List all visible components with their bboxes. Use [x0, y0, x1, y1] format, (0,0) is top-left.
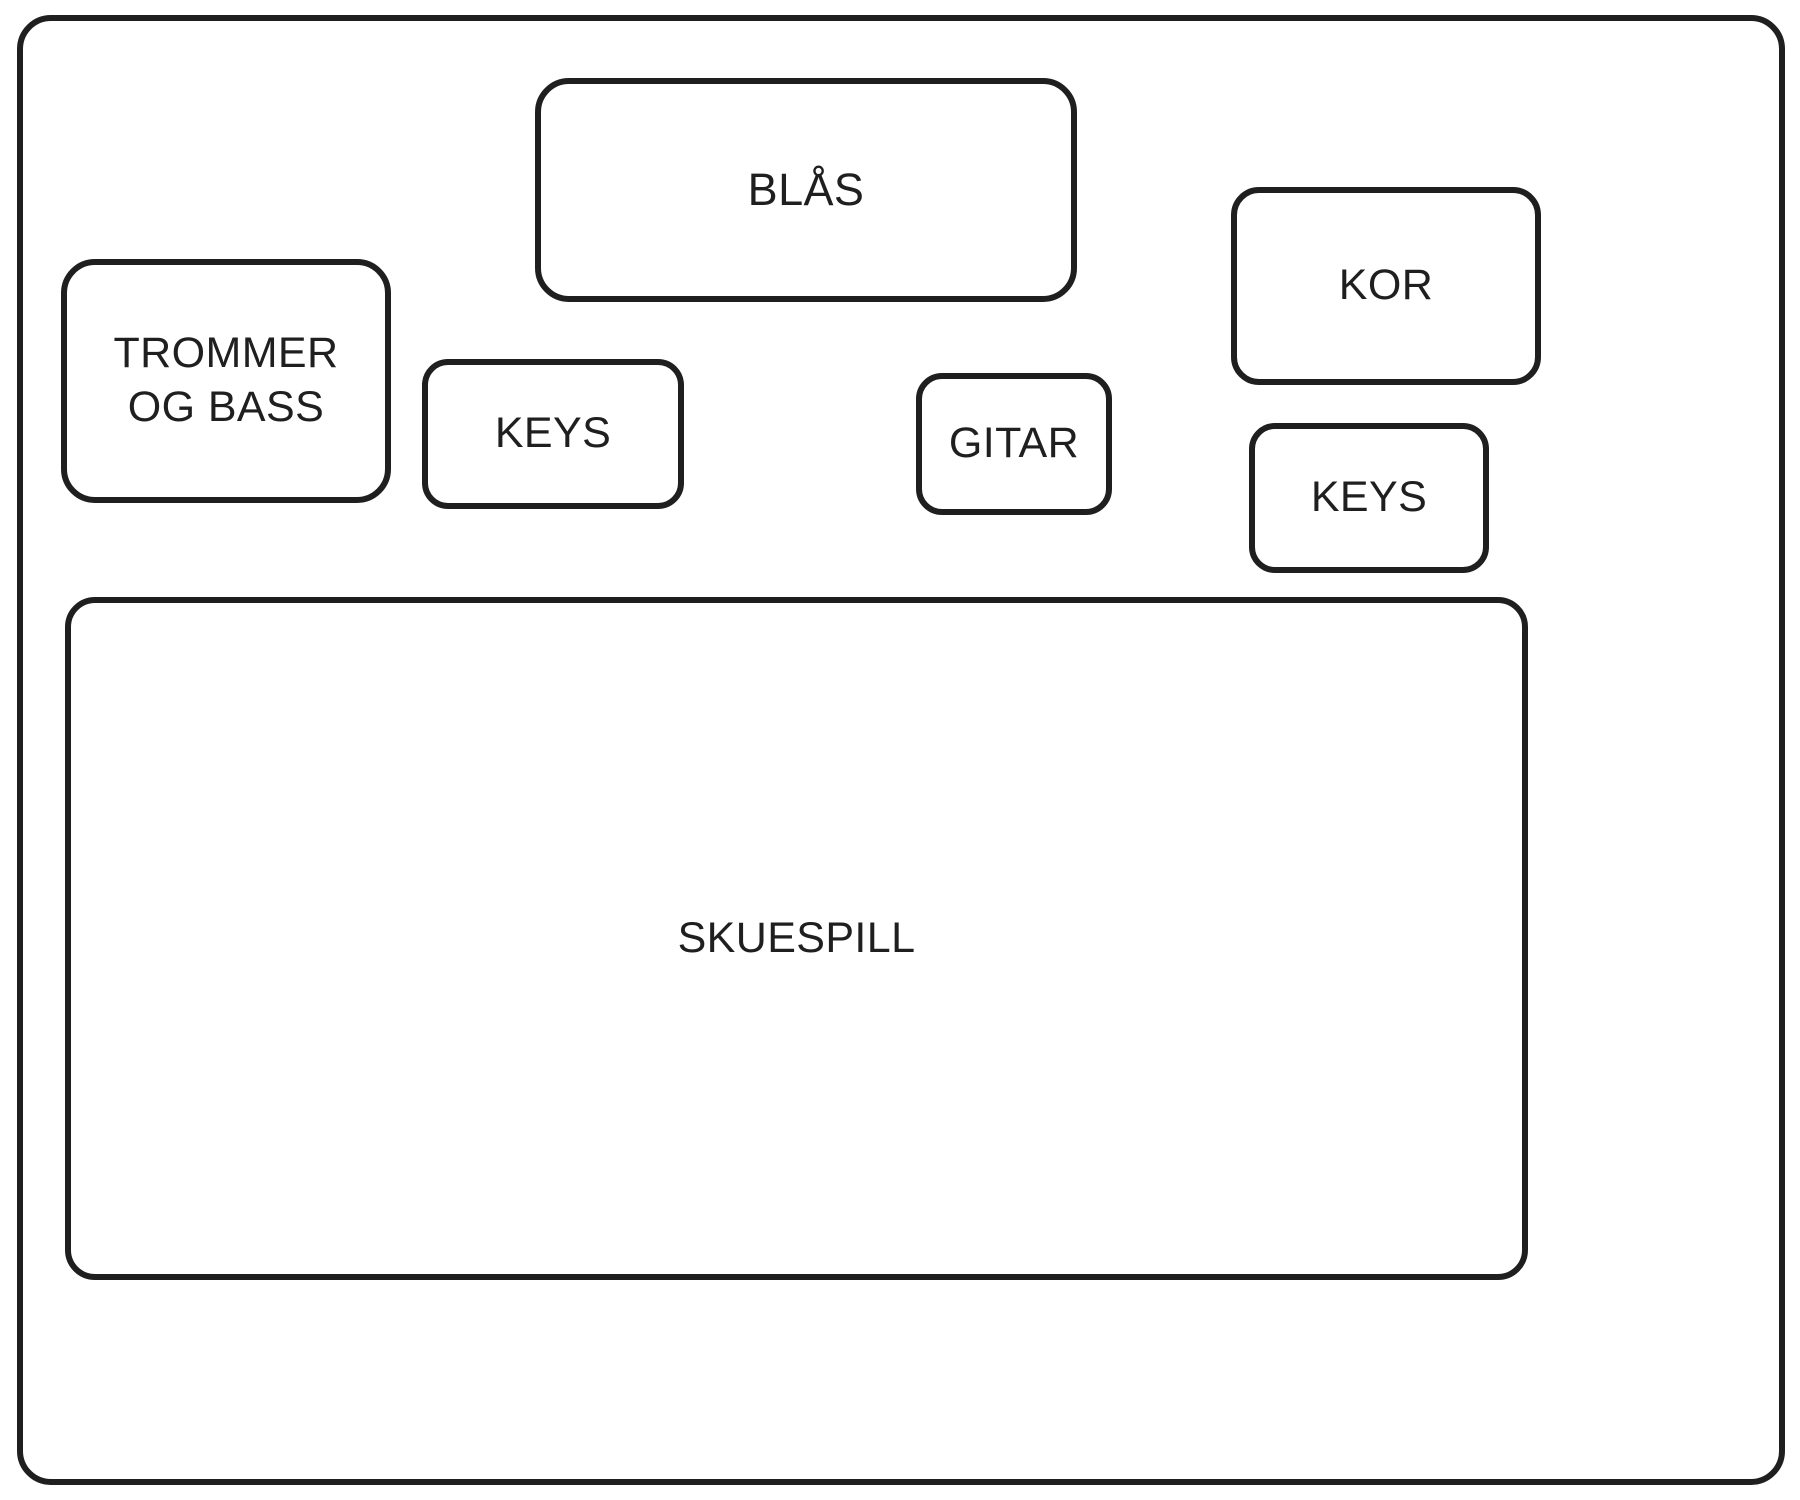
group-label-keys-left: KEYS: [494, 409, 612, 458]
group-box-keys-left[interactable]: KEYS: [422, 359, 684, 509]
group-label-blas: BLÅS: [747, 163, 865, 215]
group-box-kor[interactable]: KOR: [1231, 187, 1541, 385]
group-label-trommer-og-bass: TROMMER OG BASS: [113, 329, 339, 431]
group-box-skuespill[interactable]: SKUESPILL: [65, 597, 1528, 1280]
outer-stage-boundary: BLÅS KOR TROMMER OG BASS KEYS GITAR KEYS…: [17, 15, 1785, 1485]
group-label-keys-right: KEYS: [1310, 473, 1428, 522]
group-box-trommer-og-bass[interactable]: TROMMER OG BASS: [61, 259, 391, 503]
group-label-skuespill: SKUESPILL: [677, 913, 916, 962]
group-box-gitar[interactable]: GITAR: [916, 373, 1112, 515]
group-box-keys-right[interactable]: KEYS: [1249, 423, 1489, 573]
group-label-kor: KOR: [1338, 261, 1434, 310]
group-box-blas[interactable]: BLÅS: [535, 78, 1077, 302]
group-label-gitar: GITAR: [948, 419, 1080, 468]
